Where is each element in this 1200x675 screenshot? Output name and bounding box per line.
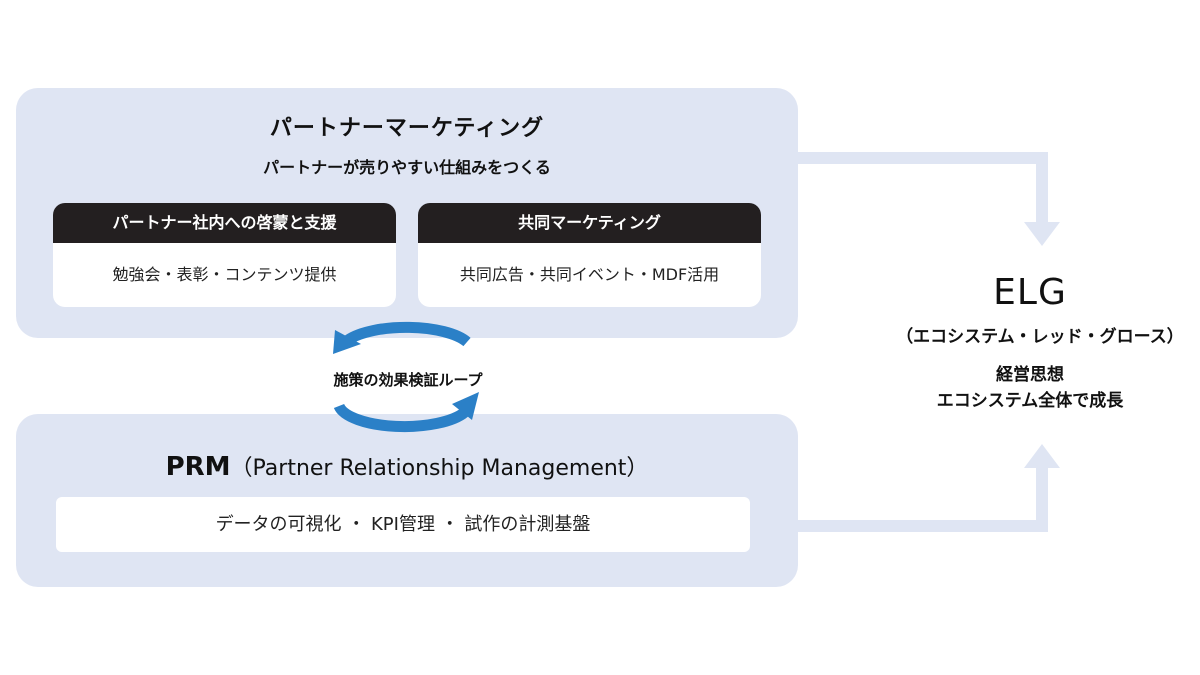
loop-arrowhead-bottom [452, 392, 479, 420]
prm-panel: PRM（Partner Relationship Management） データ… [16, 414, 798, 587]
partner-marketing-subtitle: パートナーが売りやすい仕組みをつくる [263, 158, 551, 177]
loop-arrowhead-top [333, 330, 361, 354]
partner-marketing-title: パートナーマーケティング [269, 116, 545, 141]
prm-body: データの可視化 ・ KPI管理 ・ 試作の計測基盤 [56, 497, 750, 552]
partner-marketing-panel: パートナーマーケティング パートナーが売りやすい仕組みをつくる パートナー社内へ… [16, 88, 798, 338]
elg-title: ELG [993, 272, 1067, 313]
card-co-marketing: 共同マーケティング 共同広告・共同イベント・MDF活用 [418, 203, 761, 307]
prm-title-main: PRM [165, 452, 231, 482]
bottom-connector-arrow [798, 444, 1060, 532]
elg-description-line2: エコシステム全体で成長 [936, 391, 1124, 411]
card-body: 勉強会・表彰・コンテンツ提供 [53, 243, 396, 307]
prm-title-sub: （Partner Relationship Management） [230, 456, 649, 481]
loop-arrow-top [344, 321, 471, 347]
elg-subtitle: （エコシステム・レッド・グロース） [896, 327, 1184, 347]
top-connector-arrow [798, 152, 1060, 246]
prm-title: PRM（Partner Relationship Management） [16, 450, 798, 482]
card-body: 共同広告・共同イベント・MDF活用 [418, 243, 761, 307]
card-header: 共同マーケティング [418, 203, 761, 243]
elg-description-line1: 経営思想 [996, 365, 1064, 385]
card-partner-enablement: パートナー社内への啓蒙と支援 勉強会・表彰・コンテンツ提供 [53, 203, 396, 307]
loop-label: 施策の効果検証ループ [333, 371, 483, 389]
loop-arrow-bottom [333, 403, 469, 433]
card-header: パートナー社内への啓蒙と支援 [53, 203, 396, 243]
